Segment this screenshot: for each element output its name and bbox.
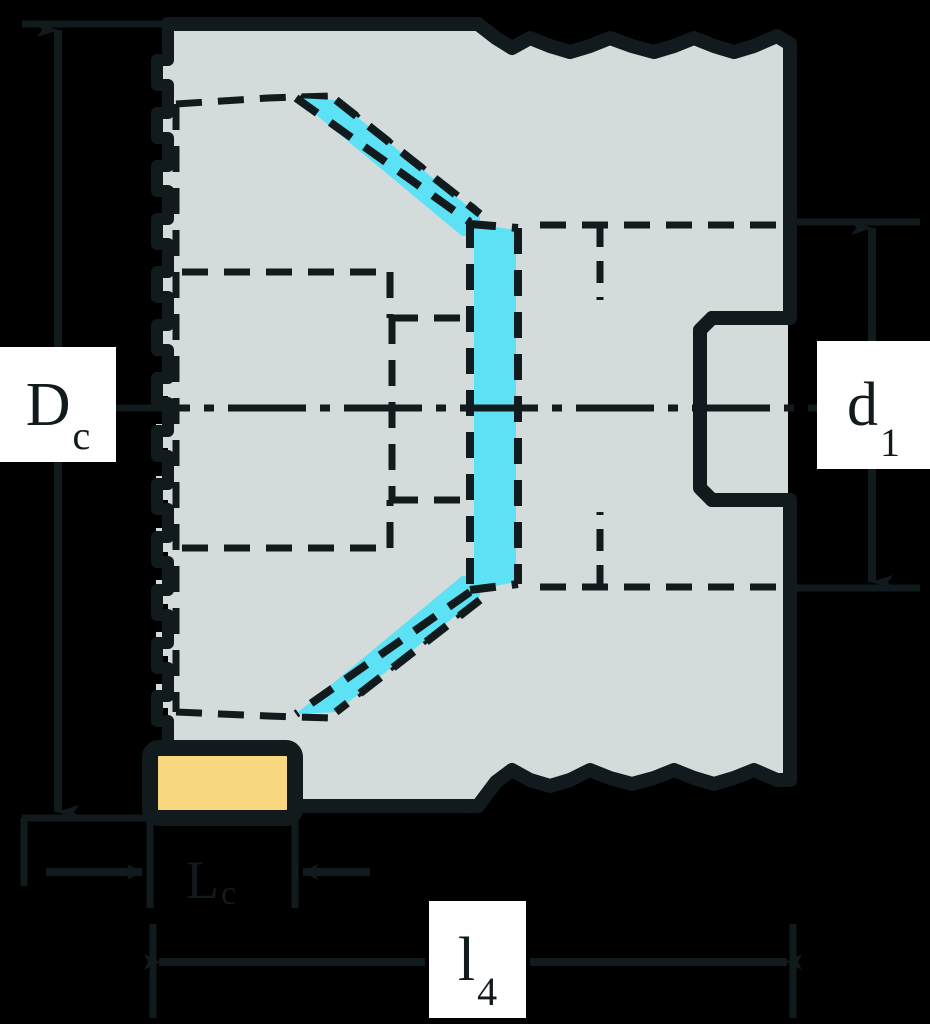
dimension-dc bbox=[22, 20, 168, 822]
dimension-lc bbox=[20, 818, 370, 908]
lc-subscript: c bbox=[220, 875, 237, 912]
d1-base: d bbox=[847, 371, 878, 439]
coolant-channel-borders bbox=[293, 94, 522, 718]
dimension-d1 bbox=[790, 218, 920, 592]
l4-base: l bbox=[457, 925, 476, 994]
cutting-insert bbox=[142, 740, 303, 826]
d1-subscript: 1 bbox=[880, 420, 900, 465]
l4-subscript: 4 bbox=[477, 969, 498, 1014]
lc-base: L bbox=[185, 850, 219, 910]
dimension-l4 bbox=[144, 924, 802, 1018]
dc-base: D bbox=[25, 370, 71, 439]
dc-subscript: c bbox=[72, 413, 91, 458]
